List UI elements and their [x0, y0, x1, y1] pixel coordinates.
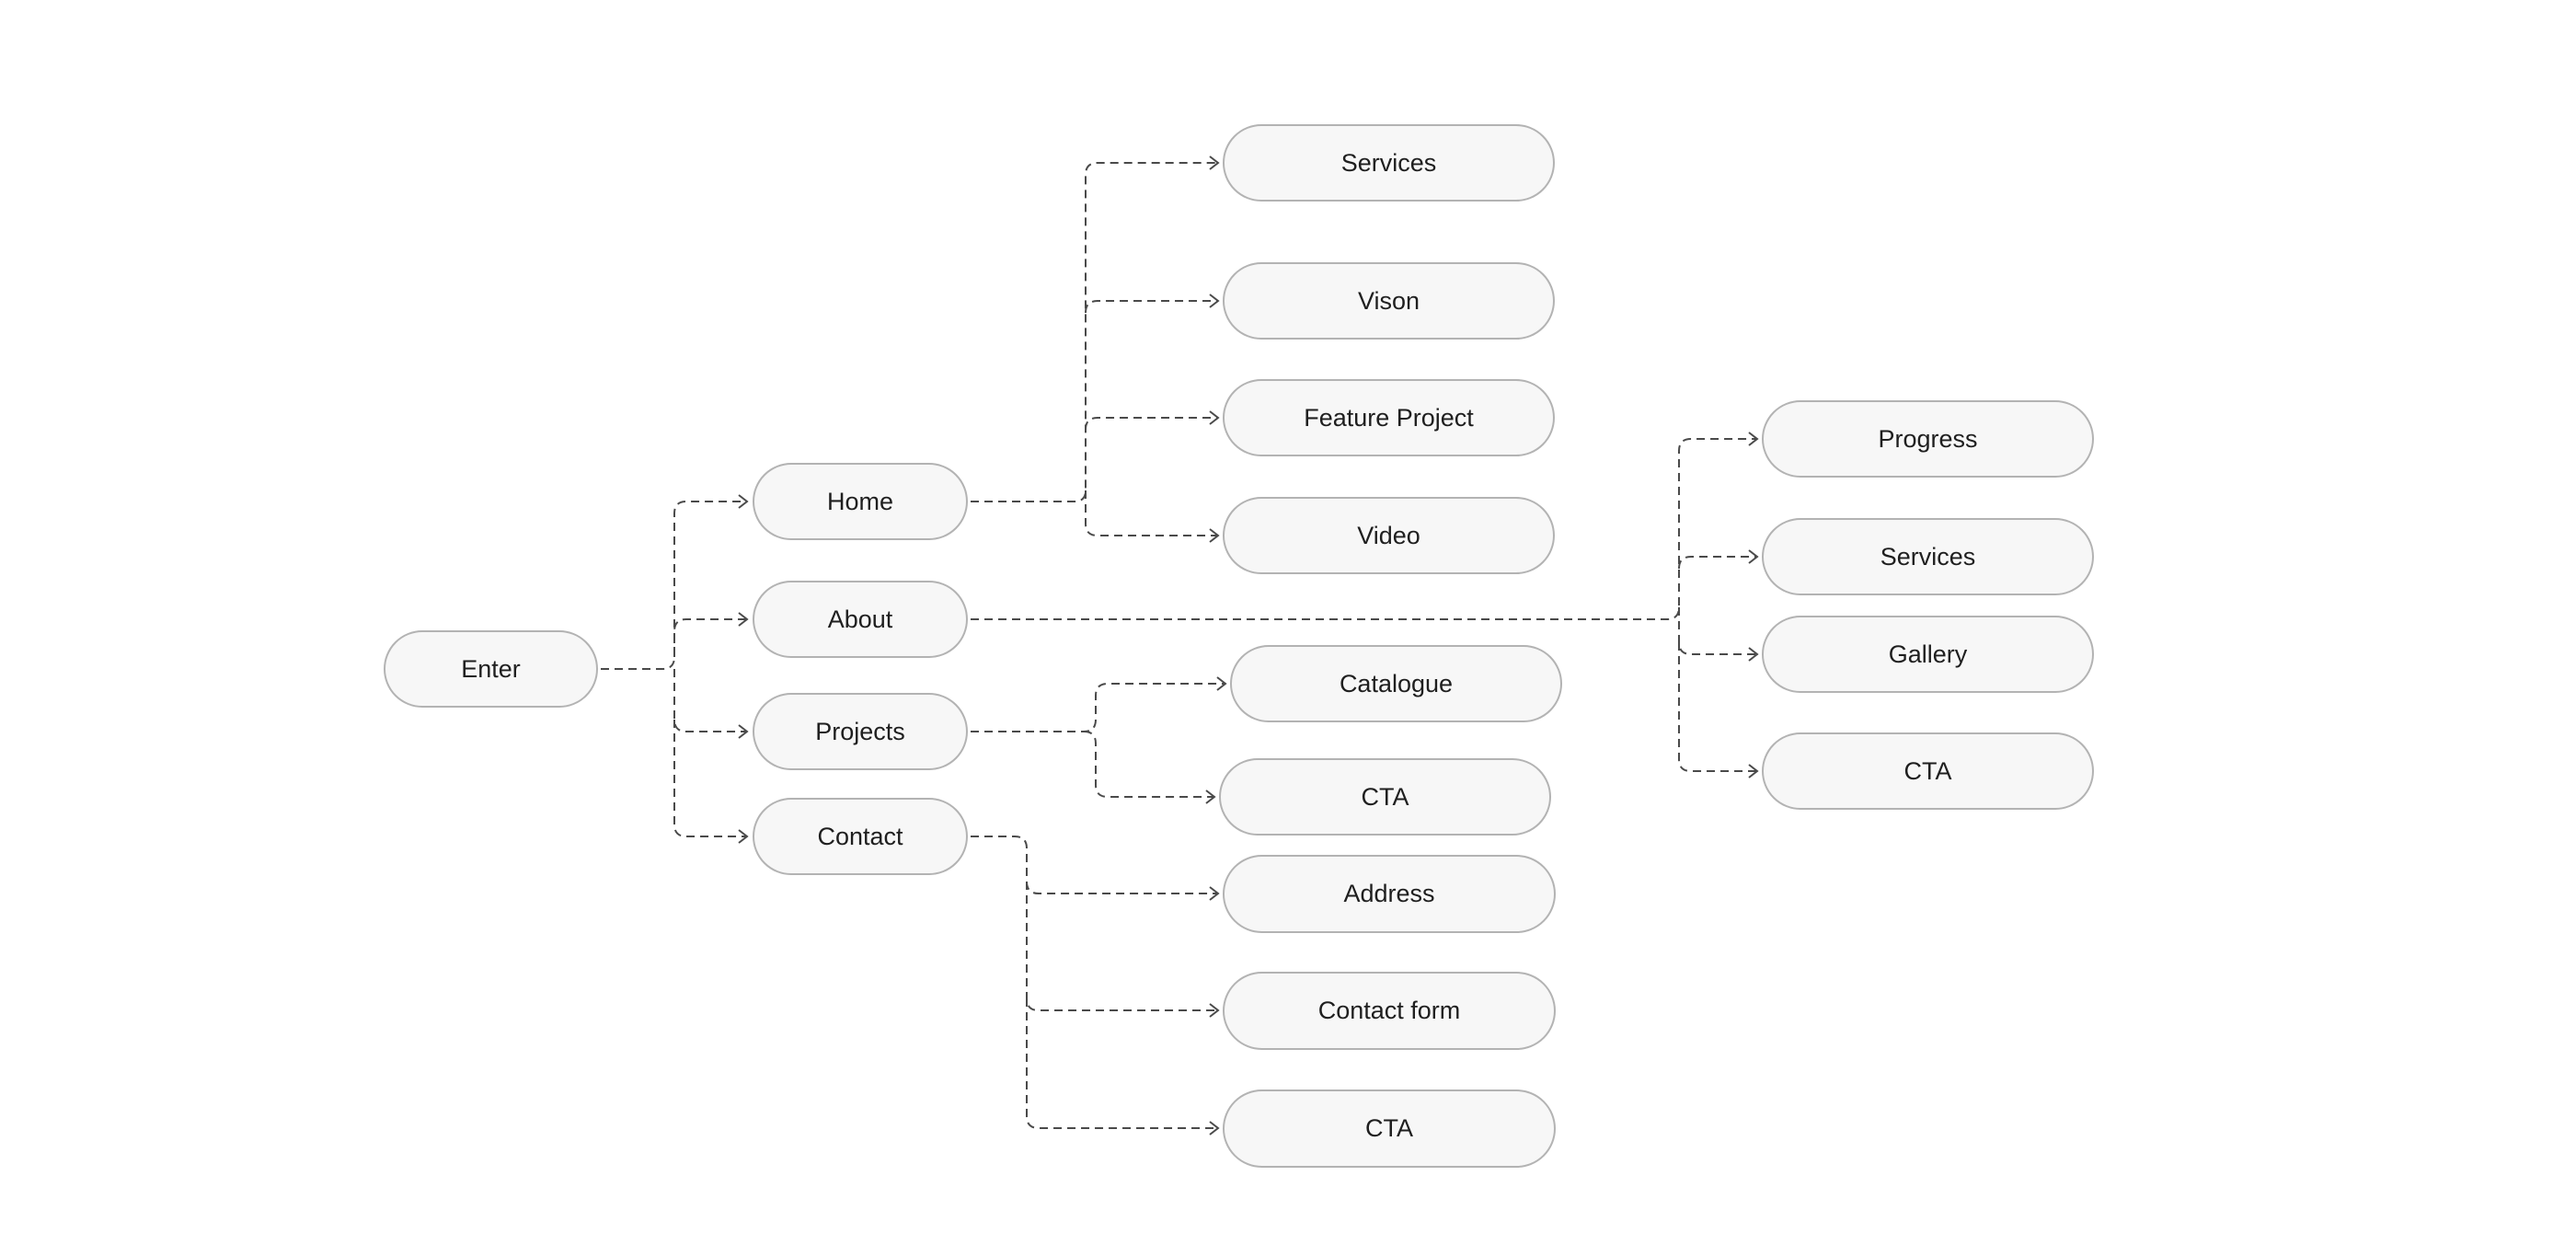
arrow-contact	[738, 829, 749, 844]
node-enter[interactable]: Enter	[384, 630, 598, 708]
arrow-contact-cta	[1209, 1121, 1220, 1135]
arrow-projects-catalogue	[1216, 676, 1227, 691]
node-label: Enter	[461, 654, 521, 683]
node-about-cta[interactable]: CTA	[1762, 732, 2094, 810]
arrow-projects-cta	[1205, 790, 1216, 804]
edge-home-video	[1085, 490, 1218, 536]
edge-enter-projects	[673, 669, 747, 732]
edge-enter-contact	[673, 720, 747, 837]
node-about-services[interactable]: Services	[1762, 518, 2094, 595]
node-label: Video	[1357, 521, 1420, 549]
edge-home-services	[971, 162, 1218, 502]
node-label: Home	[826, 487, 894, 515]
node-label: Vison	[1357, 286, 1420, 315]
node-label: Gallery	[1888, 640, 1968, 668]
node-projects-cta[interactable]: CTA	[1219, 758, 1551, 836]
node-label: Feature Project	[1304, 403, 1474, 432]
node-label: Services	[1880, 542, 1976, 571]
node-contact-address[interactable]: Address	[1223, 855, 1556, 933]
node-contact[interactable]: Contact	[753, 798, 968, 875]
edge-contact-cta	[1026, 998, 1218, 1129]
node-label: CTA	[1365, 1114, 1413, 1142]
node-label: Address	[1343, 880, 1435, 907]
edge-about-gallery	[1678, 607, 1757, 655]
node-about-gallery[interactable]: Gallery	[1762, 616, 2094, 693]
node-projects[interactable]: Projects	[753, 693, 968, 770]
edge-home-feature	[1085, 417, 1218, 431]
edge-contact-form	[1026, 882, 1218, 1011]
arrow-about-cta	[1748, 764, 1759, 778]
arrow-about-gallery	[1748, 647, 1759, 662]
node-label: Contact form	[1317, 997, 1461, 1024]
edge-about-progress	[971, 438, 1757, 620]
edge-about-cta	[1678, 642, 1757, 772]
edge-projects-catalogue	[971, 683, 1225, 732]
node-projects-catalogue[interactable]: Catalogue	[1230, 645, 1562, 722]
node-label: About	[827, 605, 893, 633]
node-home-video[interactable]: Video	[1223, 497, 1555, 574]
node-label: Progress	[1878, 424, 1978, 453]
arrow-about-progress	[1748, 432, 1759, 446]
edge-about-services	[1678, 556, 1757, 570]
node-home-services[interactable]: Services	[1223, 124, 1555, 202]
node-about[interactable]: About	[753, 581, 968, 658]
arrow-home-vison	[1209, 294, 1220, 308]
node-contact-cta[interactable]: CTA	[1223, 1089, 1556, 1168]
edge-projects-cta	[1083, 731, 1214, 798]
node-label: CTA	[1361, 782, 1409, 811]
node-label: Services	[1340, 148, 1437, 177]
edge-enter-about	[673, 618, 747, 657]
node-label: Contact	[817, 822, 903, 850]
arrow-projects	[738, 724, 749, 739]
node-home-feature-project[interactable]: Feature Project	[1223, 379, 1555, 456]
arrow-about	[738, 612, 749, 627]
arrow-home-video	[1209, 528, 1220, 543]
edge-contact-address	[971, 836, 1218, 894]
node-label: Catalogue	[1339, 669, 1454, 697]
arrow-home	[738, 494, 749, 509]
edge-home-vison	[1085, 300, 1218, 314]
arrow-contact-form	[1209, 1003, 1220, 1018]
node-about-progress[interactable]: Progress	[1762, 400, 2094, 478]
node-label: CTA	[1903, 756, 1952, 785]
arrow-home-services	[1209, 156, 1220, 170]
arrow-home-feature	[1209, 410, 1220, 425]
node-contact-form[interactable]: Contact form	[1223, 972, 1556, 1050]
node-home[interactable]: Home	[753, 463, 968, 540]
arrow-contact-address	[1209, 886, 1220, 901]
edge-enter-home	[601, 501, 747, 670]
arrow-about-services	[1748, 549, 1759, 564]
node-label: Projects	[815, 717, 905, 745]
node-home-vison[interactable]: Vison	[1223, 262, 1555, 340]
